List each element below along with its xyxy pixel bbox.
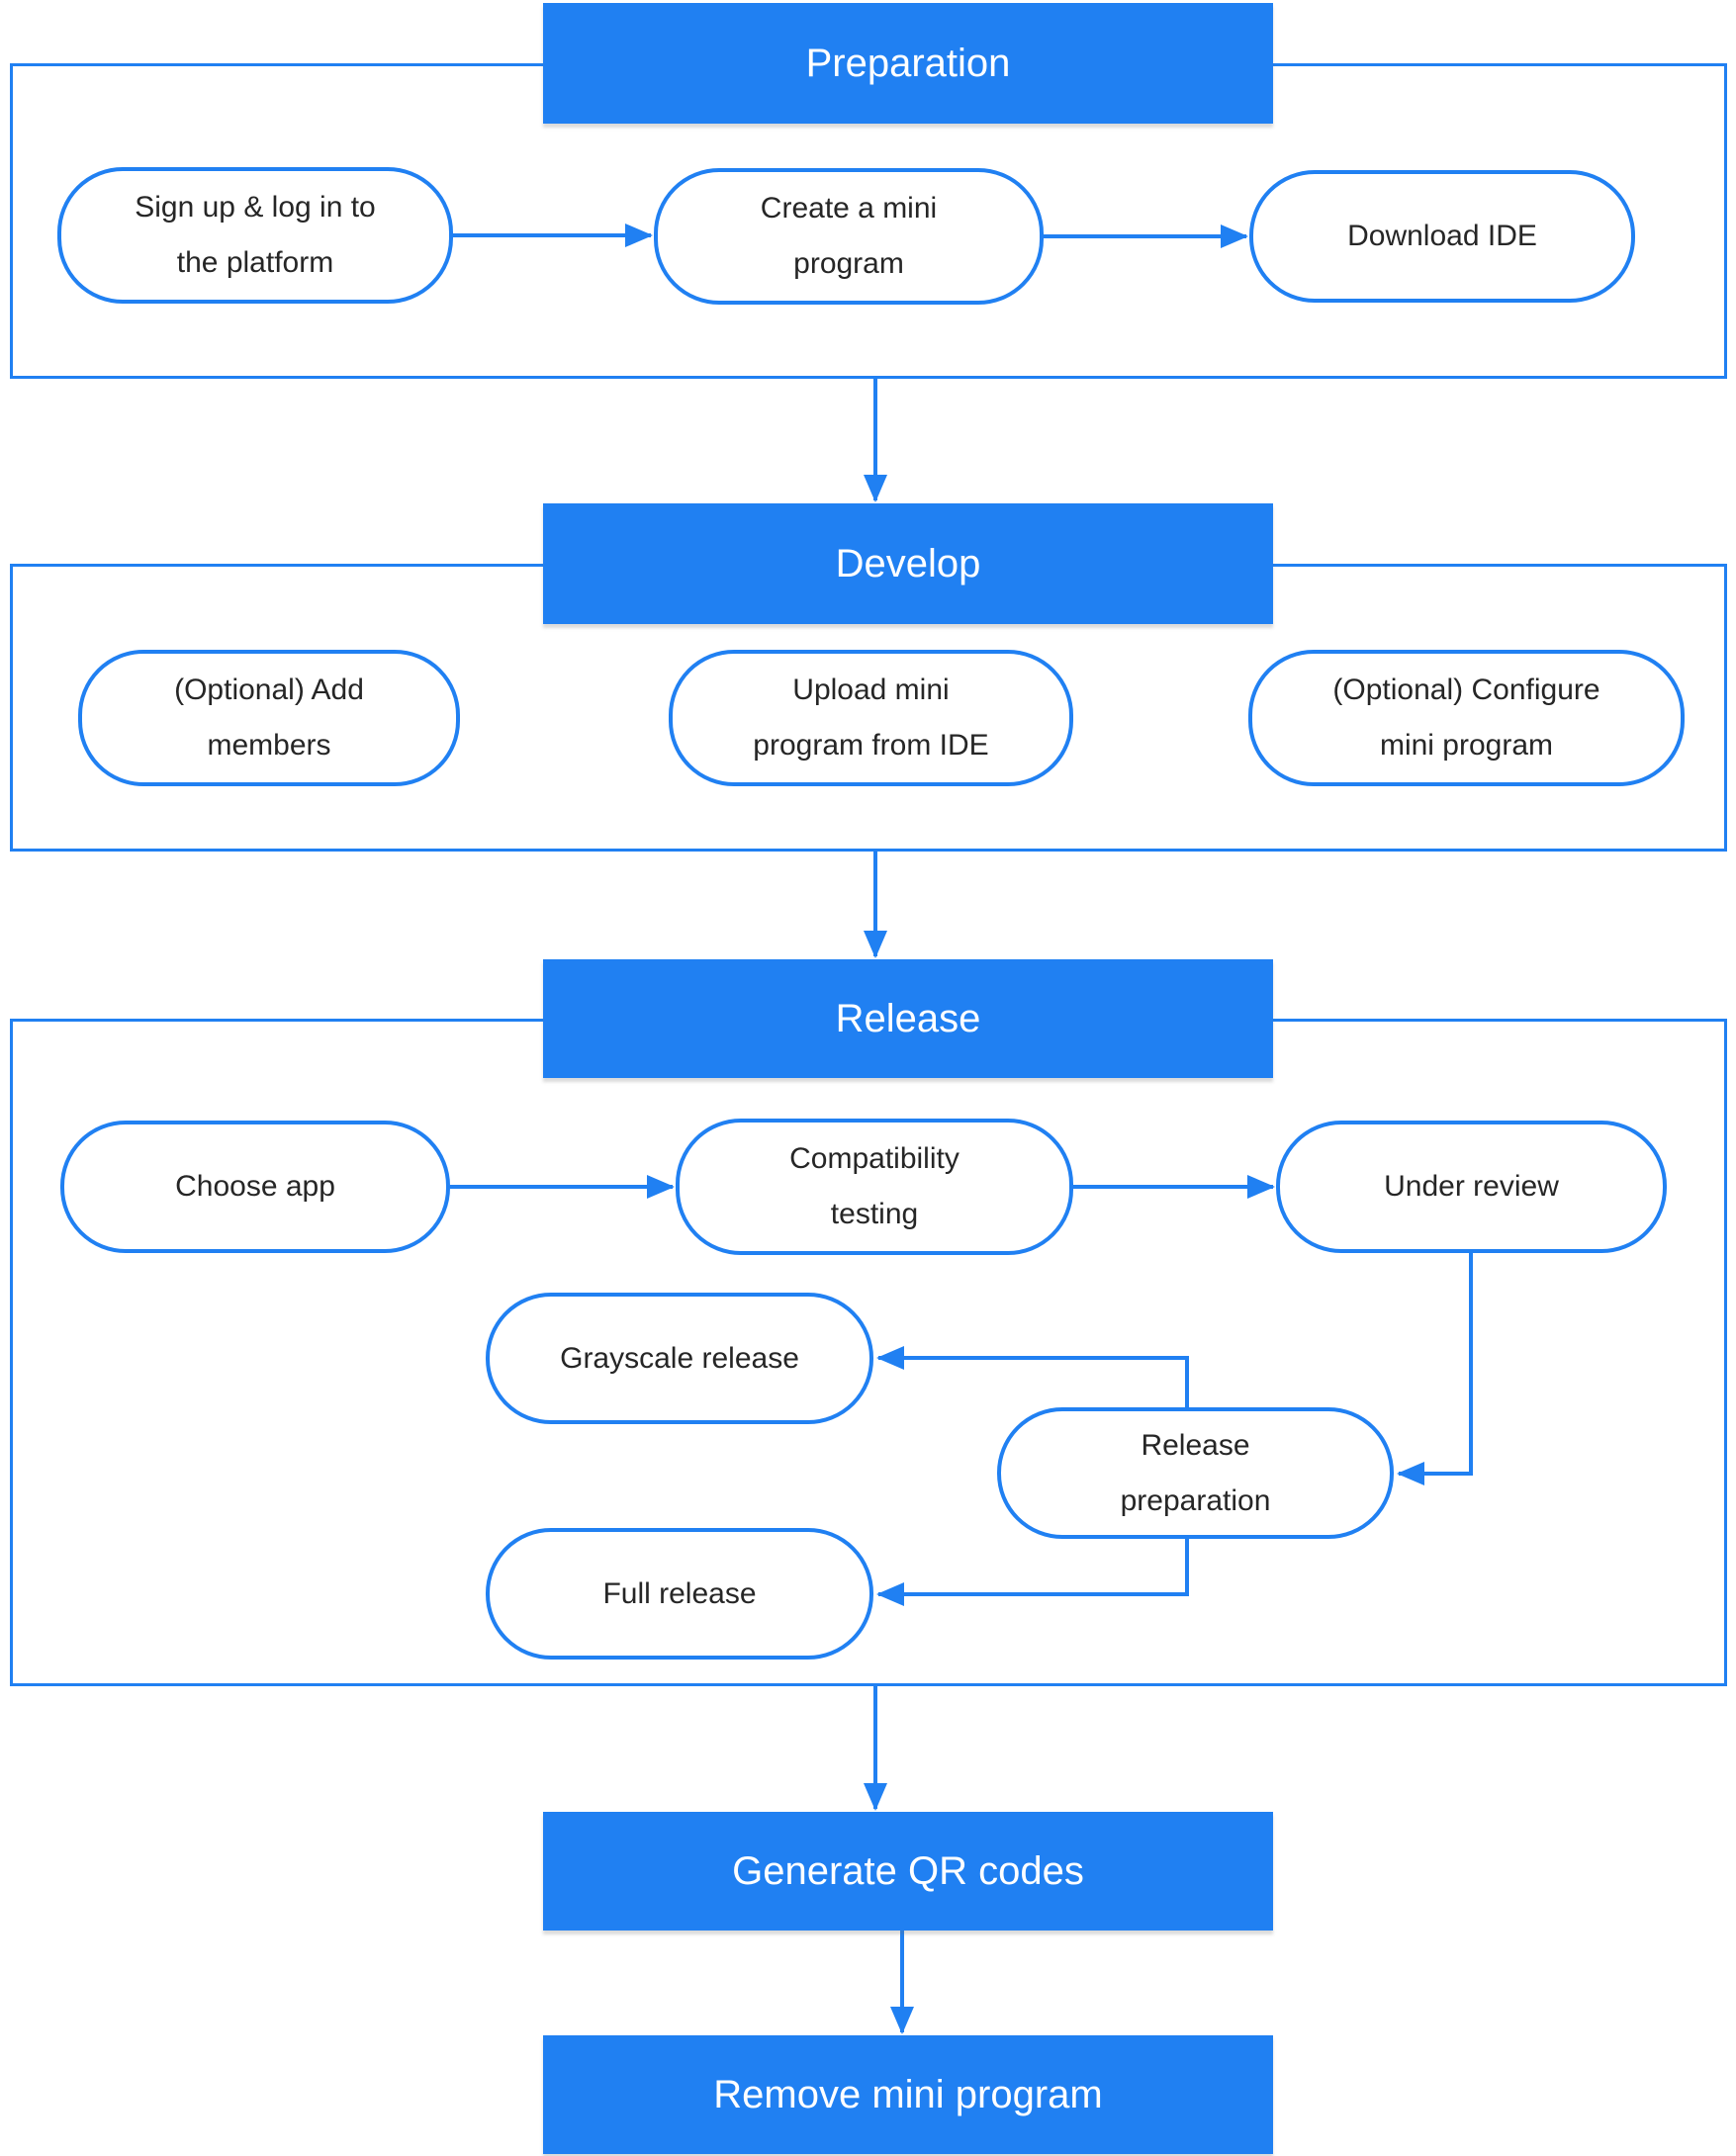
node-configure-mini-program: (Optional) Configure mini program [1248,650,1685,786]
header-develop-label: Develop [835,541,981,585]
node-under-review: Under review [1276,1121,1667,1253]
node-compatibility-testing: Compatibility testing [676,1119,1073,1255]
node-upload-from-ide-label: Upload mini program from IDE [753,674,989,762]
node-download-ide-label: Download IDE [1347,220,1537,252]
node-release-preparation-label: Release preparation [1120,1428,1271,1517]
node-sign-up-login-label: Sign up & log in to the platform [135,191,376,279]
node-create-mini-program-label: Create a mini program [760,192,938,280]
header-preparation-label: Preparation [805,41,1011,85]
header-release: Release [543,959,1273,1078]
step-generate-qr-codes: Generate QR codes [543,1812,1273,1931]
node-configure-mini-program-label: (Optional) Configure mini program [1332,674,1600,762]
node-full-release: Full release [486,1528,873,1660]
node-choose-app: Choose app [60,1121,450,1253]
arrow-releaseprep-to-grayscale [876,1346,1189,1407]
node-full-release-label: Full release [602,1576,757,1610]
arrow-underreview-to-releaseprep [1397,1253,1473,1485]
node-grayscale-release: Grayscale release [486,1293,873,1424]
header-release-label: Release [835,996,981,1040]
node-grayscale-release-label: Grayscale release [560,1341,799,1375]
header-preparation: Preparation [543,3,1273,124]
node-create-mini-program: Create a mini program [654,168,1044,305]
node-choose-app-label: Choose app [175,1170,335,1203]
node-sign-up-login: Sign up & log in to the platform [57,167,453,304]
node-download-ide: Download IDE [1249,170,1635,303]
step-remove-mini-program: Remove mini program [543,2035,1273,2154]
node-upload-from-ide: Upload mini program from IDE [669,650,1073,786]
node-add-members-label: (Optional) Add members [174,674,364,762]
node-add-members: (Optional) Add members [78,650,460,786]
arrow-releaseprep-to-fullrelease [876,1539,1189,1606]
step-remove-mini-program-label: Remove mini program [713,2072,1103,2116]
node-under-review-label: Under review [1384,1170,1559,1203]
step-generate-qr-codes-label: Generate QR codes [732,1848,1084,1893]
header-develop: Develop [543,503,1273,624]
node-release-preparation: Release preparation [997,1407,1394,1539]
node-compatibility-testing-label: Compatibility testing [789,1142,959,1230]
